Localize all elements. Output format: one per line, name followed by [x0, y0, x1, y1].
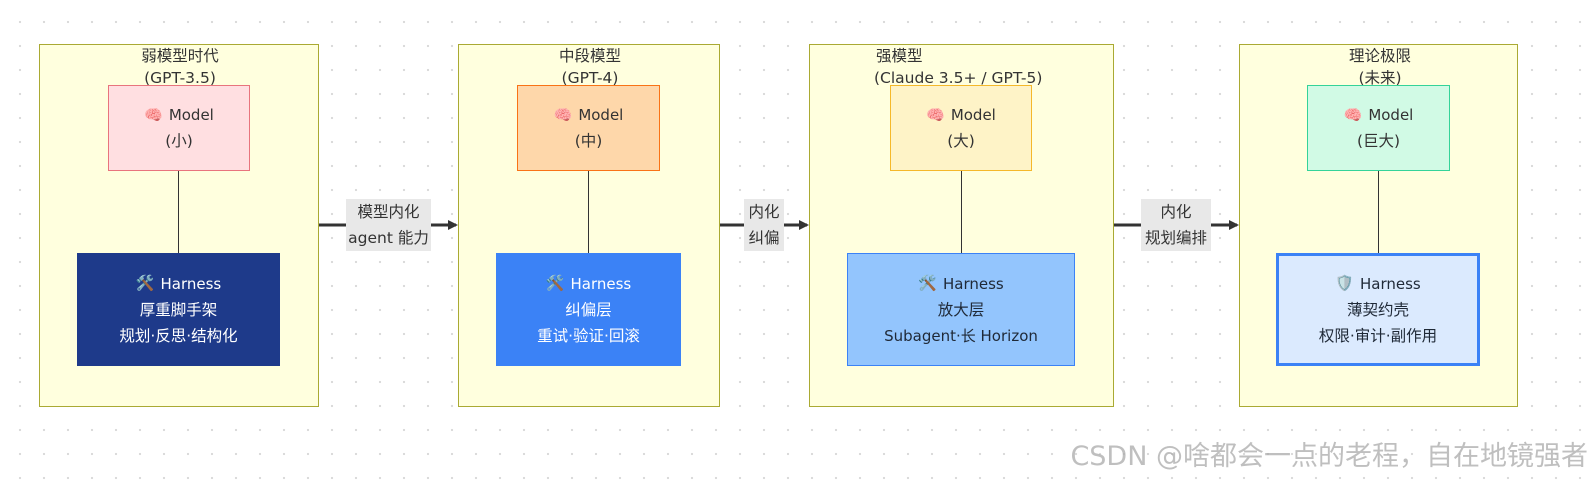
watermark: CSDN @啥都会一点的老程，自在地镜强者 [1070, 441, 1588, 472]
harness-node[interactable]: 🛠️ Harness 纠偏层 重试·验证·回滚 [496, 253, 681, 366]
tools-icon: 🛠️ [135, 274, 155, 292]
model-node[interactable]: 🧠 Model (巨大) [1307, 85, 1450, 171]
stage-subtitle: (Claude 3.5+ / GPT-5) [874, 69, 1043, 87]
harness-role: 放大层 [937, 300, 985, 319]
transition-label-line2: agent 能力 [348, 229, 429, 247]
model-label: Model [168, 106, 214, 124]
model-size: (小) [165, 132, 193, 150]
tools-icon: 🛠️ [545, 274, 565, 292]
stage-name: 理论极限 [1348, 47, 1411, 65]
shield-icon: 🛡️ [1335, 274, 1354, 292]
harness-features: 权限·审计·副作用 [1318, 326, 1438, 345]
stage-subtitle: (未来) [1358, 69, 1402, 87]
model-label: Model [950, 106, 996, 124]
harness-label: Harness [942, 274, 1004, 293]
stage-name: 强模型 [876, 47, 923, 65]
harness-node[interactable]: 🛡️ Harness 薄契约壳 权限·审计·副作用 [1276, 253, 1480, 366]
model-size: (大) [947, 132, 975, 150]
transition-label-line1: 模型内化 [357, 203, 420, 221]
model-harness-link [178, 171, 179, 253]
harness-features: 重试·验证·回滚 [537, 326, 640, 345]
model-node[interactable]: 🧠 Model (中) [517, 85, 660, 171]
stage-title: 弱模型时代 (GPT-3.5) [100, 45, 260, 89]
brain-icon: 🧠 [1343, 105, 1363, 124]
model-size: (巨大) [1356, 132, 1401, 150]
stage-subtitle: (GPT-4) [561, 69, 619, 87]
brain-icon: 🧠 [926, 105, 945, 124]
harness-label: Harness [1359, 274, 1421, 293]
harness-label: Harness [160, 274, 222, 293]
transition-label-line1: 内化 [748, 203, 780, 221]
harness-role: 纠偏层 [565, 300, 612, 319]
harness-role: 薄契约壳 [1346, 300, 1409, 319]
transition-label-3: 内化 规划编排 [1141, 199, 1211, 251]
model-harness-link [1378, 171, 1379, 253]
model-label: Model [1368, 106, 1414, 124]
stage-name: 中段模型 [558, 47, 621, 65]
tools-icon: 🛠️ [918, 274, 937, 292]
stage-title: 理论极限 (未来) [1300, 45, 1460, 89]
harness-label: Harness [570, 274, 632, 293]
harness-features: 规划·反思·结构化 [119, 326, 238, 345]
transition-label-line1: 内化 [1160, 203, 1192, 221]
model-label: Model [578, 106, 624, 124]
transition-label-1: 模型内化 agent 能力 [346, 199, 431, 251]
transition-label-line2: 规划编排 [1144, 229, 1207, 247]
stage-subtitle: (GPT-3.5) [144, 69, 216, 87]
harness-features: Subagent·长 Horizon [884, 326, 1038, 345]
harness-role: 厚重脚手架 [139, 300, 218, 319]
brain-icon: 🧠 [553, 105, 573, 124]
model-harness-link [961, 171, 962, 253]
model-harness-link [588, 171, 589, 253]
model-node[interactable]: 🧠 Model (小) [108, 85, 250, 171]
harness-node[interactable]: 🛠️ Harness 厚重脚手架 规划·反思·结构化 [77, 253, 280, 366]
harness-node[interactable]: 🛠️ Harness 放大层 Subagent·长 Horizon [847, 253, 1075, 366]
stage-name: 弱模型时代 [141, 47, 219, 65]
model-size: (中) [574, 132, 603, 150]
transition-label-line2: 纠偏 [748, 229, 780, 247]
stage-title: 强模型 (Claude 3.5+ / GPT-5) [852, 45, 1096, 89]
stage-title: 中段模型 (GPT-4) [510, 45, 670, 89]
brain-icon: 🧠 [144, 105, 163, 124]
transition-label-2: 内化 纠偏 [744, 199, 784, 251]
model-node[interactable]: 🧠 Model (大) [890, 85, 1032, 171]
